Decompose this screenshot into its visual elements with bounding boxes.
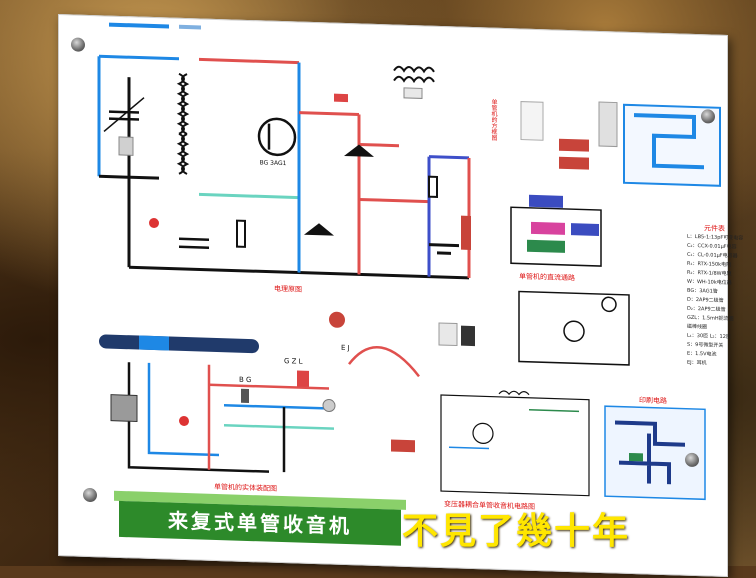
- schematic-display-board: 电理原图 单管机的实体装配图 单管机的直流通路 变压器耦合单管收音机电路图 印刷…: [58, 14, 728, 577]
- earphone-photo: [329, 312, 345, 329]
- choke-label: G Z L: [284, 357, 303, 366]
- transformer-wire: [529, 410, 579, 412]
- collector-wire: [299, 113, 359, 115]
- capacitor-photo: [179, 416, 189, 426]
- diode-d2: [304, 223, 334, 236]
- battery-symbol: [429, 245, 459, 246]
- capacitor-c1: [179, 247, 209, 248]
- block-stage-4: [527, 240, 565, 253]
- assembly-wire: [209, 385, 329, 389]
- block-stage-3: [571, 223, 599, 236]
- earphone-label: E J: [341, 344, 350, 352]
- resistor-r1: [237, 221, 245, 247]
- pcb-component: [629, 453, 643, 461]
- mounting-screw: [701, 109, 715, 123]
- transistor-assembly-label: B G: [239, 376, 251, 384]
- component-photo: [521, 102, 543, 141]
- mounting-screw: [685, 453, 699, 467]
- diode-wire: [359, 199, 429, 201]
- choke-photo: [404, 88, 422, 99]
- capacitor-photo: [149, 218, 159, 228]
- assembly-title: 单管机的实体装配图: [214, 482, 277, 494]
- mounting-screw: [83, 488, 97, 502]
- parts-table-title: 元件表: [704, 223, 725, 234]
- photo-caption: 不見了幾十年: [402, 502, 630, 554]
- variable-capacitor-photo: [111, 395, 137, 422]
- pcb-title: 印刷电路: [639, 395, 667, 406]
- schematic-title: 电理原图: [274, 284, 302, 295]
- transistor-photo: [241, 389, 249, 403]
- component-photo: [559, 157, 589, 170]
- component-photo: [559, 139, 589, 152]
- ferrite-rod: [99, 334, 259, 353]
- transformer-coil: [499, 391, 529, 395]
- earphone-cord: [349, 346, 419, 376]
- ferrite-coil: [139, 336, 169, 351]
- panel-edge-mark: [109, 23, 169, 29]
- collector-wire: [199, 59, 299, 62]
- transformer-wire: [449, 447, 489, 448]
- schematic-wire: [99, 176, 159, 178]
- choke-coil: [394, 77, 434, 82]
- assembly-wire: [224, 425, 334, 428]
- transistor-label: BG 3AG1: [255, 159, 291, 167]
- feedback-wire: [199, 194, 299, 197]
- coil-l2: [182, 74, 187, 134]
- battery-photo: [391, 439, 415, 452]
- variable-capacitor: [109, 112, 139, 113]
- battery-photo: [461, 216, 471, 250]
- schematic-diagram: [59, 15, 727, 564]
- dc-transistor: [564, 321, 584, 342]
- coil-l1: [179, 74, 184, 134]
- block-diagram-frame: [511, 207, 601, 266]
- variable-capacitor-arrow: [104, 96, 144, 132]
- block-stage-1: [529, 195, 563, 208]
- choke-photo: [297, 371, 309, 387]
- variable-capacitor: [109, 119, 139, 120]
- dc-meter: [602, 297, 616, 311]
- potentiometer-w: [429, 177, 437, 197]
- earphone-plug-photo: [461, 326, 475, 346]
- mounting-screw: [71, 37, 85, 51]
- assembly-wire: [224, 405, 334, 408]
- block-diagram-title: 单管机的方框图: [489, 99, 498, 141]
- dc-path-title: 单管机的直流通路: [519, 271, 575, 283]
- transformer-photo: [439, 323, 457, 346]
- panel-edge-mark: [179, 25, 201, 30]
- earphone-wire: [429, 157, 469, 158]
- capacitor-c1: [179, 239, 209, 240]
- capacitor-photo: [334, 94, 348, 102]
- transformer-transistor: [473, 423, 493, 444]
- transistor-symbol: [259, 118, 295, 155]
- antenna-wire: [99, 56, 179, 59]
- block-stage-2: [531, 222, 565, 235]
- diode-wire: [359, 144, 399, 145]
- transformer-schematic-frame: [441, 395, 589, 496]
- choke-coil: [394, 67, 434, 72]
- component-photo: [599, 102, 617, 147]
- potentiometer-photo: [323, 399, 335, 411]
- component-photo: [119, 137, 133, 155]
